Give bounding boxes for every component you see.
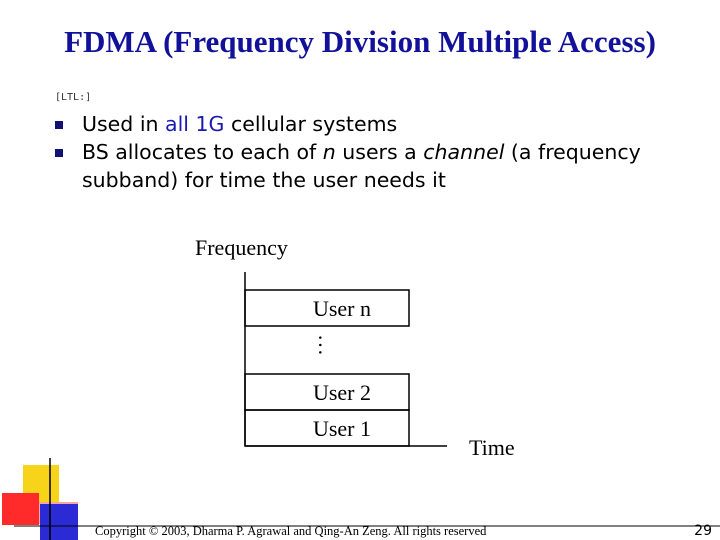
bullet-n-variable: n bbox=[322, 140, 336, 164]
band-ellipsis: … bbox=[314, 334, 339, 356]
time-axis-label: Time bbox=[469, 435, 515, 460]
bullet-text: Used in bbox=[82, 112, 166, 136]
bullet-text: cellular systems bbox=[224, 112, 398, 136]
bullet-item-1g: Used in all 1G cellular systems bbox=[55, 110, 685, 138]
frequency-axis-label: Frequency bbox=[195, 235, 288, 260]
square-bullet-icon bbox=[55, 121, 63, 129]
decoration-red-block bbox=[2, 493, 39, 525]
bullet-highlight: all 1G bbox=[165, 112, 225, 136]
decoration-yellow-block bbox=[23, 465, 59, 503]
bullet-channel-word: channel bbox=[423, 140, 505, 164]
decoration-blue-block bbox=[40, 504, 78, 540]
bullet-text: BS allocates to each of bbox=[82, 140, 323, 164]
decoration-pink-block bbox=[38, 502, 78, 524]
bullet-text: (a frequency subband) for time the user … bbox=[82, 140, 641, 192]
copyright-notice: Copyright © 2003, Dharma P. Agrawal and … bbox=[95, 524, 487, 538]
band-label-user-1: User 1 bbox=[312, 416, 372, 441]
slide-title: FDMA (Frequency Division Multiple Access… bbox=[64, 24, 656, 59]
bullet-text: users a bbox=[335, 140, 424, 164]
bullet-list: Used in all 1G cellular systems BS alloc… bbox=[55, 110, 685, 194]
band-label-user-2: User 2 bbox=[312, 380, 372, 405]
square-bullet-icon bbox=[55, 149, 63, 157]
bullet-item-allocation: BS allocates to each of n users a channe… bbox=[55, 138, 685, 194]
page-number: 29 bbox=[694, 523, 712, 539]
ltl-tag: [LTL:] bbox=[55, 92, 92, 103]
band-label-user-n: User n bbox=[312, 296, 372, 321]
